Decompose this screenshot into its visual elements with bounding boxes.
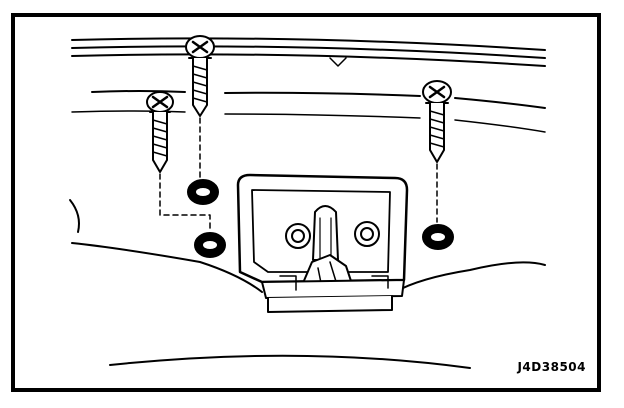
figure-part-code: J4D38504 [517,360,586,374]
screw-right [422,80,452,163]
screw-center [185,35,215,117]
panel-edge-lines [71,37,546,133]
alignment-lines [159,117,438,233]
grommet-upper-left [187,179,219,205]
grommet-lower-left [194,232,226,258]
panel-contour [69,199,546,369]
trunk-latch [236,173,409,313]
screw-left [146,91,174,173]
grommet-right [422,224,454,250]
figure-frame [11,13,601,392]
